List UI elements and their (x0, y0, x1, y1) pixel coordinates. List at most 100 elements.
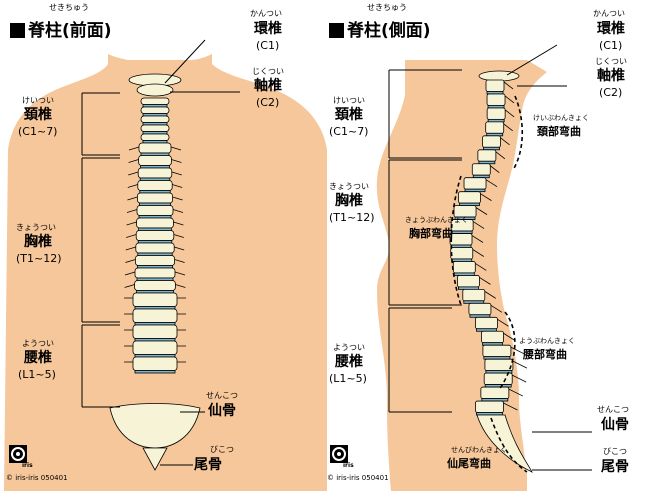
front-thoracic-ruby: きょうつい (16, 223, 56, 232)
side-axis-code: (C2) (599, 86, 623, 99)
front-thoracic-vertebra (135, 230, 175, 241)
front-title: 脊柱(前面) (10, 16, 112, 41)
side-atlas-code: (C1) (599, 39, 623, 52)
side-spinous-process (500, 137, 510, 146)
svg-text:iris: iris (22, 462, 33, 469)
side-body-illustration (376, 44, 592, 491)
side-vertebra (449, 233, 473, 246)
side-thoracic-code: (T1~12) (329, 211, 375, 224)
side-vertebra (484, 358, 514, 372)
side-vertebra (481, 330, 504, 344)
side-spinous-process (484, 291, 497, 299)
side-spinous-process (503, 81, 514, 90)
front-lumbar-label: 腰椎 (24, 350, 52, 366)
front-thoracic-vertebra (136, 217, 174, 229)
front-rib-stub (124, 284, 186, 288)
title-square-icon (329, 23, 344, 38)
front-thoracic-vertebra (134, 267, 176, 279)
side-spinous-process (485, 179, 498, 188)
front-atlas-ruby: かんつい (250, 9, 282, 18)
front-atlas-label: 環椎 (254, 21, 282, 37)
front-cervical-label: 頚椎 (24, 107, 52, 123)
front-thoracic-vertebra (134, 255, 175, 266)
side-spinous-process (475, 207, 488, 215)
side-vertebra (475, 316, 498, 330)
front-axis-ruby: じくつい (252, 67, 284, 76)
side-coccyx-label: 尾骨 (601, 459, 629, 475)
front-rib-stub (128, 159, 182, 163)
side-spinous-process (510, 346, 526, 355)
side-atlas-ruby: かんつい (593, 9, 625, 18)
side-vertebra (486, 93, 506, 106)
side-cervical-ruby: けいつい (333, 96, 365, 105)
side-spinous-process (504, 95, 515, 104)
side-vertebra (471, 163, 491, 176)
front-thoracic-label: 胸椎 (24, 234, 52, 250)
front-rib-stub (127, 196, 183, 201)
svg-text:iris: iris (343, 462, 354, 469)
front-cervical-code: (C1~7) (18, 125, 58, 138)
front-rib-stub (126, 234, 184, 238)
side-spinous-process (512, 374, 527, 383)
side-lumbar-ruby: ようつい (333, 343, 365, 352)
side-spinous-process (472, 249, 484, 257)
front-rib-stub (126, 209, 184, 213)
side-vertebra (485, 79, 505, 92)
front-rib-stub (125, 246, 185, 251)
front-body-illustration (4, 39, 327, 491)
front-rib-stub (126, 221, 184, 226)
side-axis-label: 軸椎 (597, 68, 625, 84)
side-vertebra (457, 275, 480, 288)
front-cervical-vertebra (140, 106, 170, 114)
side-vertebra (477, 149, 497, 162)
side-vertebra (482, 344, 512, 358)
front-thoracic-vertebra (136, 205, 174, 216)
side-vertebra (475, 400, 504, 413)
side-vertebra (463, 177, 487, 190)
side-spinous-process (497, 318, 509, 327)
side-vertebra (480, 386, 510, 399)
front-lumbar-vertebra (132, 292, 178, 307)
side-title: 脊柱(側面) (329, 16, 431, 41)
front-coccyx-ruby: びこつ (210, 445, 234, 454)
side-vertebra (458, 191, 481, 204)
front-cervical-vertebra (140, 97, 170, 105)
front-thoracic-vertebra (138, 155, 172, 166)
side-vertebra (468, 302, 492, 316)
side-spinous-process (479, 277, 491, 285)
front-axis-code: (C2) (256, 96, 280, 109)
front-rib-stub (125, 259, 185, 263)
front-brackets (81, 39, 240, 466)
side-lumbar-label: 腰椎 (335, 354, 363, 370)
side-vertebra (450, 247, 474, 260)
side-spinous-process (508, 388, 524, 397)
front-lumbar-vertebra (132, 340, 178, 355)
side-copyright: © iris-iris 050401 (327, 474, 389, 482)
side-spinous-process (490, 304, 503, 313)
side-vertebra (486, 107, 506, 120)
side-sacrum-bone (476, 414, 533, 473)
front-rib-stub (124, 271, 186, 276)
iris-logo-icon: iris (9, 445, 33, 469)
front-thoracic-vertebra (136, 192, 173, 204)
front-thoracic-vertebra (137, 167, 173, 179)
front-cervical-vertebra (140, 115, 170, 123)
side-vertebra (452, 261, 476, 274)
front-thoracic-vertebra (134, 280, 176, 291)
front-axis-vertebra (136, 83, 174, 97)
front-title-ruby: せきちゅう (49, 3, 89, 12)
front-sacrum-ruby: せんこつ (206, 391, 238, 400)
front-thoracic-vertebra (137, 180, 173, 191)
title-square-icon (10, 23, 25, 38)
front-copyright: © iris-iris 050401 (6, 474, 68, 482)
front-coccyx-bone (142, 447, 168, 471)
side-spine (449, 70, 533, 473)
side-sacrum-label: 仙骨 (601, 417, 629, 433)
front-rib-stub (127, 184, 183, 188)
front-axis-label: 軸椎 (254, 78, 282, 94)
side-lumbar-code: (L1~5) (329, 372, 367, 385)
iris-logo-icon: iris (330, 445, 354, 469)
side-brackets (388, 44, 592, 471)
front-intervertebral-disc (134, 370, 176, 374)
side-vertebra (485, 121, 505, 134)
